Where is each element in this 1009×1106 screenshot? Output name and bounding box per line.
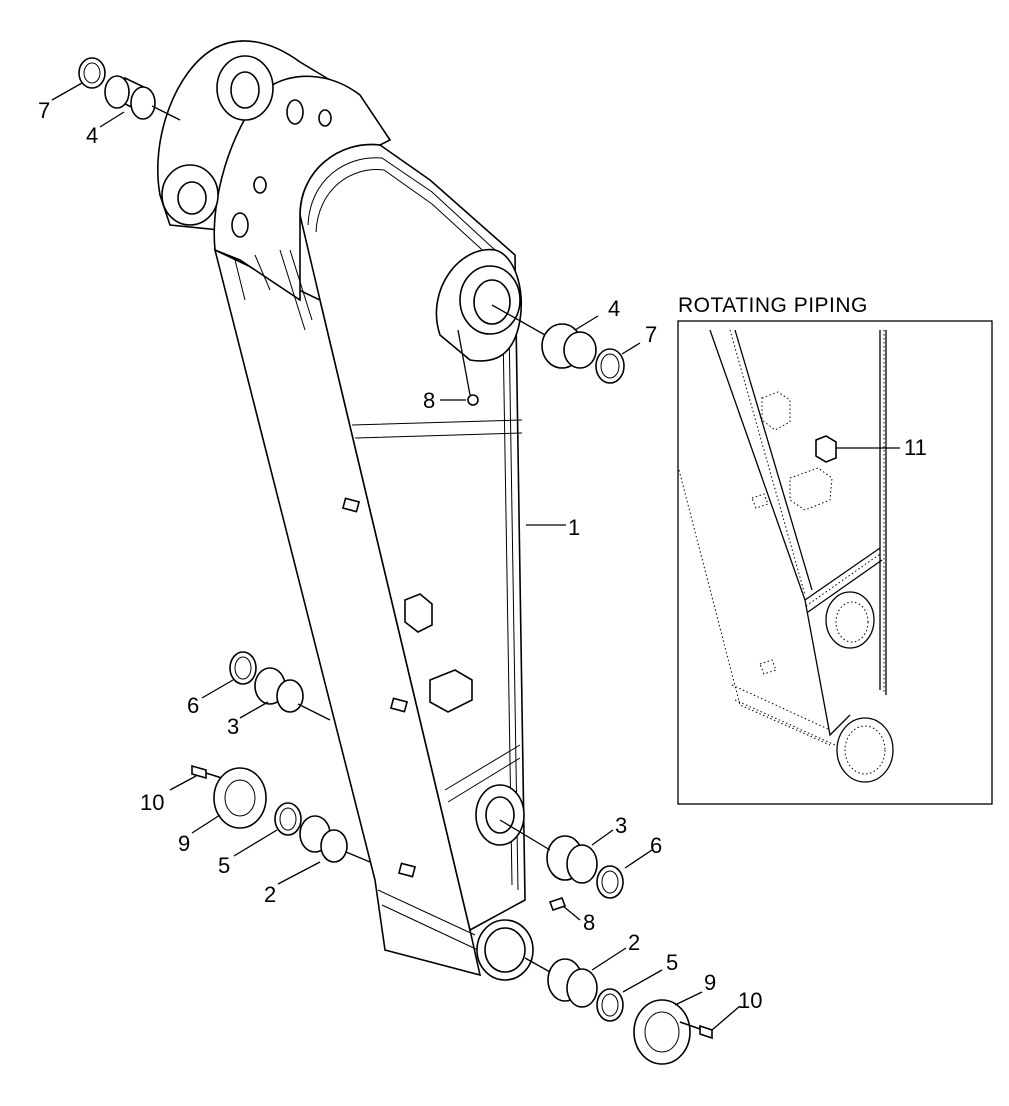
inset-clamp-b	[789, 467, 833, 511]
seal-ring-6-left	[229, 651, 257, 685]
plate-9-left	[213, 767, 267, 829]
seal-ring-7-top	[78, 57, 106, 89]
label-6-right: 6	[650, 833, 662, 858]
inset-title: ROTATING PIPING	[678, 294, 868, 317]
clamp-block-3	[429, 669, 473, 713]
label-7-right: 7	[645, 322, 657, 347]
label-10-left: 10	[140, 790, 164, 815]
label-3-right: 3	[615, 813, 627, 838]
inset-boss	[825, 591, 875, 649]
arm-prongs	[234, 249, 313, 331]
clamp-4	[389, 697, 409, 713]
arm-web-upper	[351, 419, 523, 439]
inset-bottom-lip	[731, 684, 836, 746]
clamp-5	[397, 862, 417, 878]
arm-assembly	[156, 40, 534, 981]
plate-9-right	[633, 999, 691, 1065]
label-8-top: 8	[423, 388, 435, 413]
label-9-right: 9	[704, 970, 716, 995]
label-7-top: 7	[38, 98, 50, 123]
arm-inner-contour	[307, 157, 519, 891]
clamp-block-2	[404, 593, 433, 633]
clamp-1	[341, 497, 361, 513]
label-5-right: 5	[666, 950, 678, 975]
label-4-right: 4	[608, 296, 620, 321]
label-10-right: 10	[738, 988, 762, 1013]
rotating-piping-inset: ROTATING PIPING 11	[677, 294, 993, 805]
seal-ring-7-right	[595, 348, 625, 384]
grease-fitting-8-top	[467, 394, 479, 406]
bolt-10-right	[679, 1021, 713, 1040]
grease-fitting-8-bottom	[548, 896, 567, 912]
arm-web-lower	[444, 744, 521, 803]
label-6-left: 6	[187, 693, 199, 718]
label-2-left: 2	[264, 882, 276, 907]
label-8-bottom: 8	[583, 910, 595, 935]
inset-clamp-a	[761, 391, 791, 431]
part-11-clamp	[815, 435, 837, 463]
seal-ring-6-right	[596, 865, 624, 899]
label-11: 11	[904, 435, 927, 460]
label-1: 1	[568, 515, 580, 540]
leader-lines	[51, 82, 741, 1031]
callout-labels: 1 2 2 3 3 4 4 5 5 6 6 7 7 8 8 9 9 10 10	[38, 98, 762, 1013]
inset-arm-outline	[709, 329, 887, 737]
inset-arm-left-edge	[678, 469, 831, 746]
inset-flange	[836, 717, 894, 783]
inset-web	[804, 547, 883, 613]
label-9-left: 9	[178, 831, 190, 856]
seal-ring-5-left	[274, 802, 302, 836]
label-3-left: 3	[227, 714, 239, 739]
label-5-left: 5	[218, 853, 230, 878]
seal-ring-5-right	[596, 988, 624, 1022]
arm-front-head	[213, 75, 392, 302]
label-2-right: 2	[628, 930, 640, 955]
arm-bottom-lip	[377, 889, 479, 951]
label-4-top: 4	[86, 123, 98, 148]
inset-frame	[677, 320, 993, 805]
